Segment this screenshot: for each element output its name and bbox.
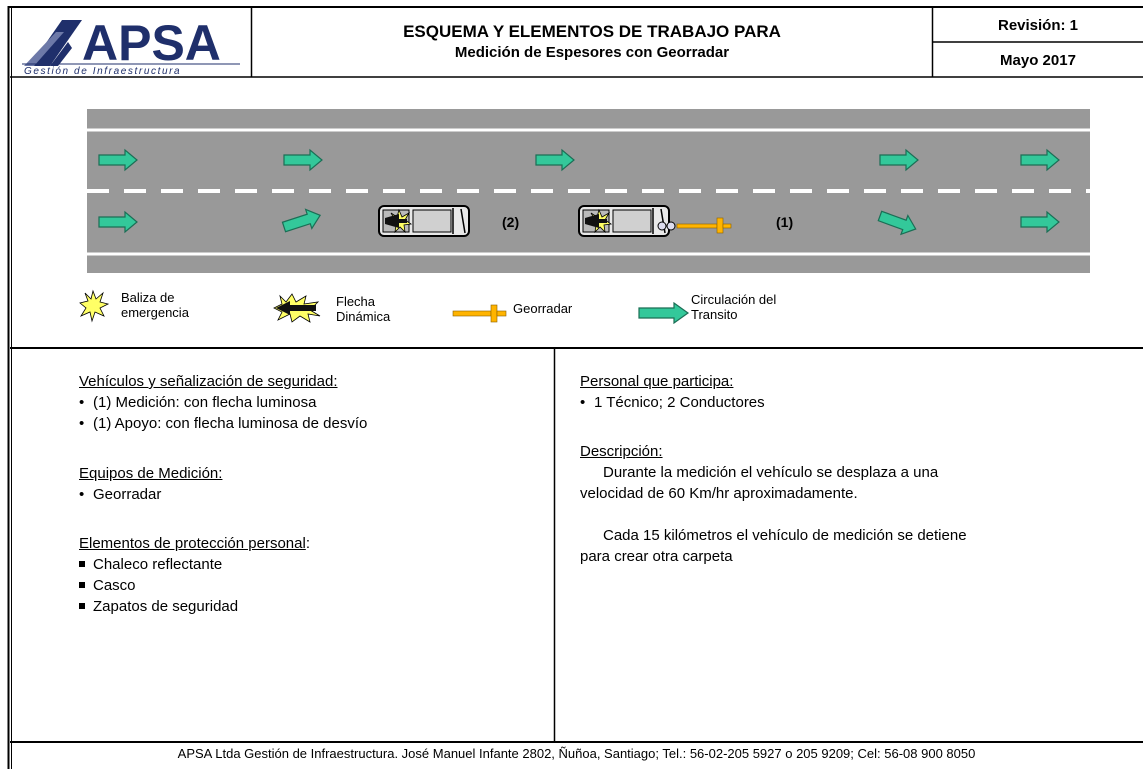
vehicles-heading: Vehículos y señalización de seguridad: xyxy=(79,373,338,390)
ppe-item-3: Zapatos de seguridad xyxy=(93,598,239,615)
revision-label: Revisión: 1 xyxy=(997,16,1079,34)
personnel-section: Personal que participa: •1 Técnico; 2 Co… xyxy=(580,371,765,413)
traffic-arrow-icon xyxy=(1020,149,1060,171)
logo-tagline: Gestión de Infraestructura xyxy=(24,66,181,76)
description-p1-line2: velocidad de 60 Km/hr aproximadamente. xyxy=(580,485,858,502)
georadar-icon xyxy=(676,217,732,234)
equipment-section: Equipos de Medición: •Georradar xyxy=(79,463,222,505)
vehicle-item-2: (1) Apoyo: con flecha luminosa de desvío xyxy=(93,415,368,432)
list-item: Chaleco reflectante xyxy=(79,554,310,575)
equipment-heading: Equipos de Medición: xyxy=(79,465,223,482)
legend-beacon-line1: Baliza de xyxy=(121,290,175,305)
vehicle-label-2: (2) xyxy=(502,214,519,230)
legend-dynamic-arrow-label: Flecha Dinámica xyxy=(336,294,390,324)
ppe-item-2: Casco xyxy=(93,577,136,594)
traffic-arrow-icon xyxy=(1020,211,1060,233)
title-line-2: Medición de Espesores con Georradar xyxy=(454,44,730,61)
measurement-vehicle-icon xyxy=(578,205,676,237)
description-heading: Descripción: xyxy=(580,443,663,460)
list-item: •(1) Medición: con flecha luminosa xyxy=(79,394,317,411)
dynamic-arrow-legend-icon xyxy=(272,290,324,324)
date-label: Mayo 2017 xyxy=(1000,51,1076,69)
legend-traffic-line2: Transito xyxy=(691,307,738,322)
document-title: ESQUEMA Y ELEMENTOS DE TRABAJO PARA Medi… xyxy=(252,8,932,76)
description-section: Descripción: Durante la medición el vehí… xyxy=(580,441,967,567)
vehicle-item-1: (1) Medición: con flecha luminosa xyxy=(93,394,317,411)
ppe-item-1: Chaleco reflectante xyxy=(93,556,223,573)
logo-swoosh-icon xyxy=(24,20,82,66)
legend-beacon-line2: emergencia xyxy=(121,305,189,320)
personnel-heading: Personal que participa: xyxy=(580,373,734,390)
description-p2-line1: Cada 15 kilómetros el vehículo de medici… xyxy=(603,527,967,544)
personnel-item-1: 1 Técnico; 2 Conductores xyxy=(594,394,765,411)
list-item: •Georradar xyxy=(79,486,162,503)
list-item: •(1) Apoyo: con flecha luminosa de desví… xyxy=(79,415,368,432)
legend-beacon-label: Baliza de emergencia xyxy=(121,290,189,320)
traffic-arrow-icon xyxy=(879,149,919,171)
traffic-arrow-icon xyxy=(98,211,138,233)
vehicle-label-1: (1) xyxy=(776,214,793,230)
traffic-flow-legend-icon xyxy=(638,301,690,325)
list-item: Casco xyxy=(79,575,310,596)
legend-traffic-line1: Circulación del xyxy=(691,292,777,307)
traffic-arrow-diverging-icon xyxy=(280,205,324,238)
traffic-arrow-icon xyxy=(535,149,575,171)
traffic-arrow-merging-icon xyxy=(875,206,920,239)
ppe-section: Elementos de protección personal: Chalec… xyxy=(79,533,310,617)
legend-traffic-label: Circulación del Transito xyxy=(691,292,776,322)
footer-contact: APSA Ltda Gestión de Infraestructura. Jo… xyxy=(177,746,976,761)
title-line-1: ESQUEMA Y ELEMENTOS DE TRABAJO PARA xyxy=(403,22,781,41)
ppe-heading: Elementos de protección personal: xyxy=(79,533,310,554)
beacon-legend-icon xyxy=(79,289,110,323)
traffic-arrow-icon xyxy=(283,149,323,171)
description-p2-line2: para crear otra carpeta xyxy=(580,548,733,565)
legend-georadar-label: Georradar xyxy=(513,301,573,316)
road-diagram: (2) (1) xyxy=(87,109,1090,273)
ppe-heading-text: Elementos de protección personal xyxy=(79,535,306,552)
ppe-heading-colon: : xyxy=(305,535,310,552)
legend-dynamic-arrow-line1: Flecha xyxy=(336,294,376,309)
list-item: Zapatos de seguridad xyxy=(79,596,310,617)
support-vehicle-icon xyxy=(378,205,470,237)
traffic-arrow-icon xyxy=(98,149,138,171)
vehicles-section: Vehículos y señalización de seguridad: •… xyxy=(79,371,367,434)
georadar-legend-icon xyxy=(452,303,508,325)
description-p1-line1: Durante la medición el vehículo se despl… xyxy=(603,464,939,481)
legend-dynamic-arrow-line2: Dinámica xyxy=(336,309,391,324)
logo-text: APSA xyxy=(82,15,221,71)
list-item: •1 Técnico; 2 Conductores xyxy=(580,394,765,411)
equipment-item-1: Georradar xyxy=(93,486,162,503)
company-logo: APSA Gestión de Infraestructura xyxy=(10,8,251,77)
